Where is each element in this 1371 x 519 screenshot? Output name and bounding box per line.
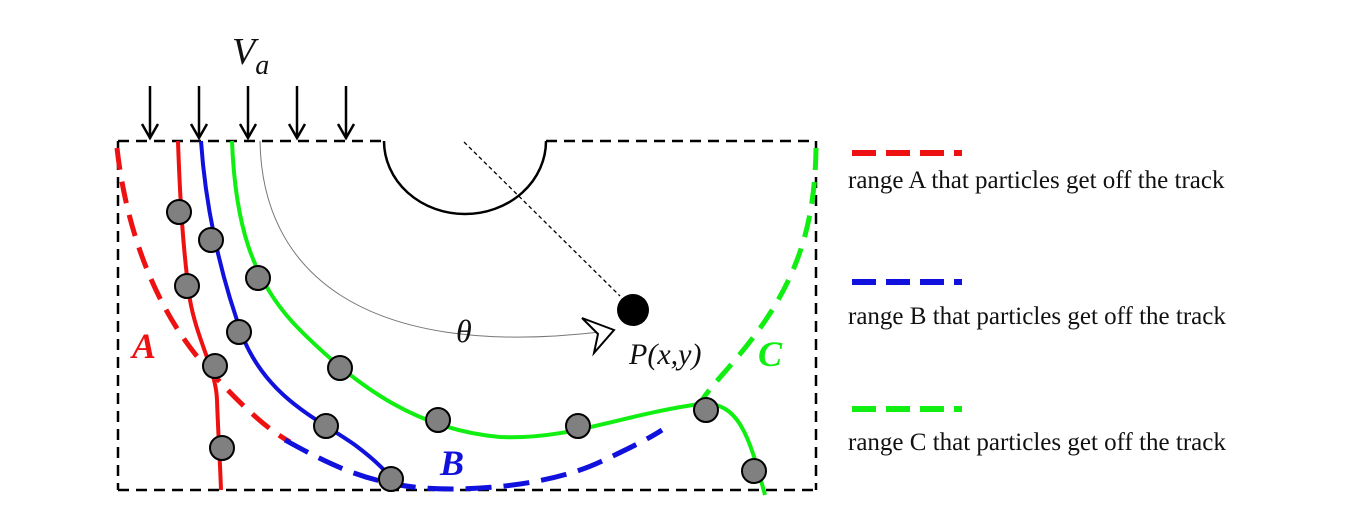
region-label-c: C: [758, 334, 783, 374]
particle: [741, 458, 767, 484]
inflow-arrowhead: [189, 123, 209, 141]
theta-arrowhead: [581, 317, 616, 357]
particle: [378, 466, 404, 492]
inflow-arrowhead: [336, 123, 356, 141]
particle: [313, 413, 339, 439]
legend-text-c: range C that particles get off the track: [848, 429, 1226, 456]
trajectory-green: [230, 140, 767, 496]
velocity-symbol: V: [232, 31, 259, 73]
particles: [166, 199, 767, 492]
inflow-arrowhead: [140, 123, 160, 141]
legend-text-a: range A that particles get off the track: [848, 167, 1225, 194]
particle: [565, 413, 591, 439]
velocity-label: Va: [232, 31, 269, 81]
velocity-subscript: a: [255, 50, 269, 81]
inflow-arrowhead: [287, 123, 307, 141]
point-p: [617, 294, 649, 326]
particle: [209, 435, 235, 461]
point-p-label: P(x,y): [628, 338, 701, 371]
trajectory-blue: [199, 140, 395, 483]
cylinder-half-circle: [382, 140, 548, 216]
inflow-arrowhead: [238, 123, 258, 141]
particle: [226, 319, 252, 345]
particle: [166, 199, 192, 225]
particle: [198, 227, 224, 253]
particle: [202, 353, 228, 379]
region-label-a: A: [130, 326, 156, 366]
particle: [693, 397, 719, 423]
range-b-boundary: [283, 427, 664, 492]
radius-line: [463, 141, 621, 297]
legend: range A that particles get off the track…: [848, 150, 1226, 456]
range-c-boundary: [697, 147, 819, 406]
range-a-boundary: [114, 147, 292, 445]
particle: [425, 407, 451, 433]
particle: [245, 265, 271, 291]
theta-arc: [259, 140, 601, 338]
particle: [327, 355, 353, 381]
inflow-arrows: [140, 86, 356, 141]
legend-text-b: range B that particles get off the track: [848, 303, 1226, 330]
particle: [174, 273, 200, 299]
theta-label: θ: [456, 313, 472, 349]
region-label-b: B: [439, 443, 464, 483]
